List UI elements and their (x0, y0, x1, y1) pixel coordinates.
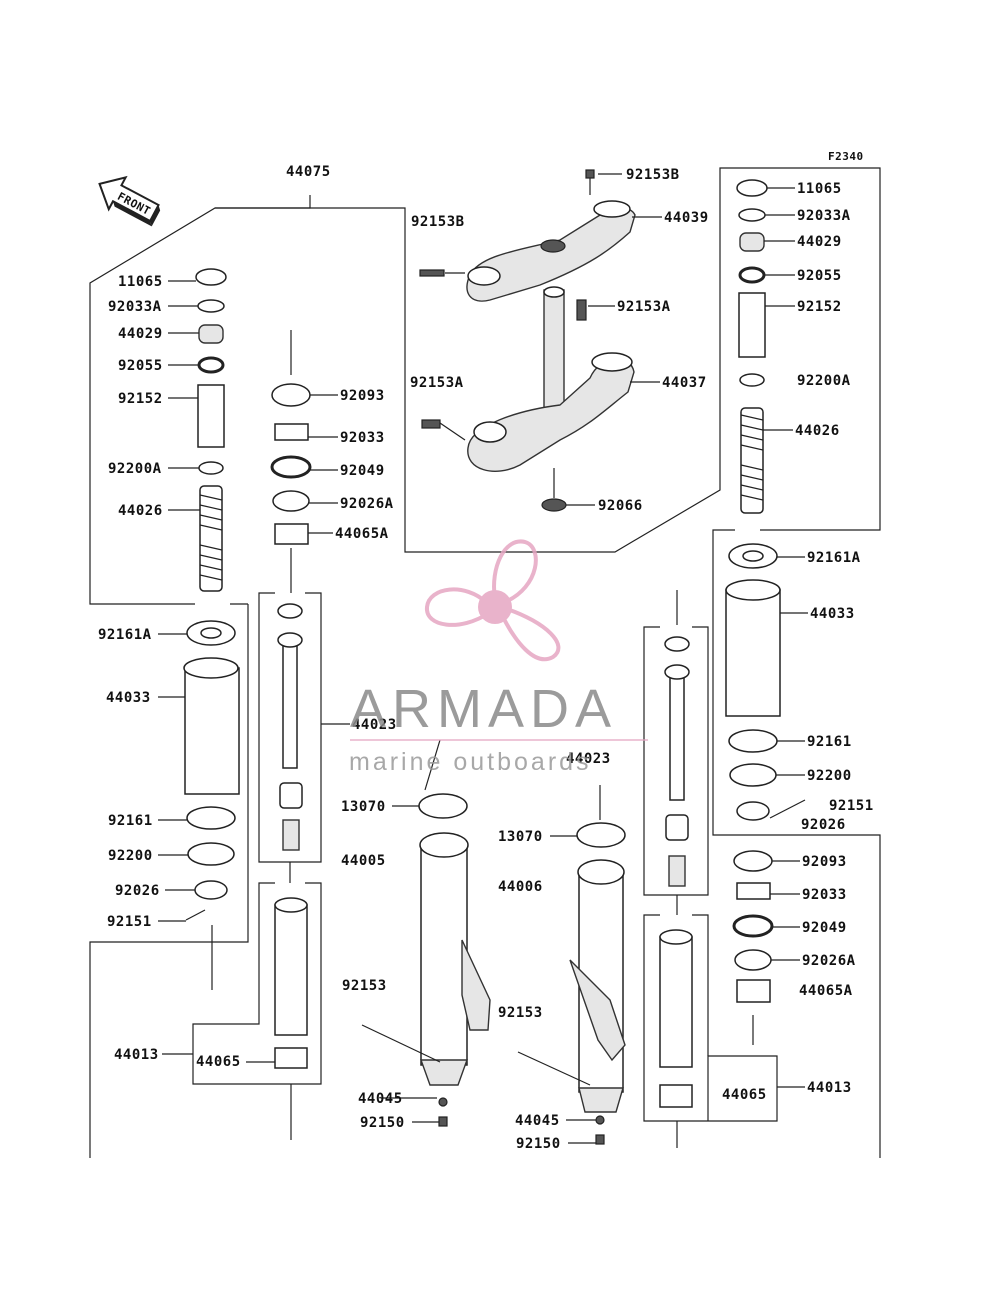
leader-lines (158, 173, 808, 1144)
label-right-92049: 92049 (802, 920, 847, 936)
label-left-92152: 92152 (118, 391, 163, 407)
watermark-title: ARMADA (350, 679, 617, 739)
label-right-92152: 92152 (797, 299, 842, 315)
label-left-92161A: 92161A (98, 627, 152, 643)
label-right-44013: 44013 (807, 1080, 852, 1096)
label-right-92026: 92026 (801, 817, 846, 833)
label-center-44006: 44006 (498, 879, 543, 895)
label-left-92026: 92026 (115, 883, 160, 899)
label-right-44033: 44033 (810, 606, 855, 622)
figure-code: F2340 (828, 150, 864, 163)
label-44075: 44075 (286, 164, 331, 180)
label-right-44029: 44029 (797, 234, 842, 250)
label-left-44026: 44026 (118, 503, 163, 519)
label-mid-44065A: 44065A (335, 526, 389, 542)
watermark: ARMADA marine outboards (349, 539, 648, 776)
label-mid-92049: 92049 (340, 463, 385, 479)
label-center-92150: 92150 (516, 1136, 561, 1152)
label-mid-44005: 44005 (341, 853, 386, 869)
watermark-subtitle: marine outboards (349, 748, 592, 776)
label-right-92200: 92200 (807, 768, 852, 784)
label-left-92161: 92161 (108, 813, 153, 829)
label-92153B-top: 92153B (626, 167, 680, 183)
upper-triple-clamp (466, 169, 636, 302)
label-center-44045: 44045 (515, 1113, 560, 1129)
label-left-44065: 44065 (196, 1054, 241, 1070)
label-center-13070: 13070 (498, 829, 543, 845)
label-left-44033: 44033 (106, 690, 151, 706)
label-left-92033A: 92033A (108, 299, 162, 315)
label-left-44029: 44029 (118, 326, 163, 342)
label-mid-92093: 92093 (340, 388, 385, 404)
front-arrow-icon: FRONT (98, 175, 161, 227)
label-mid-44045: 44045 (358, 1091, 403, 1107)
label-92066: 92066 (598, 498, 643, 514)
label-left-92151: 92151 (107, 914, 152, 930)
label-center-44023: 44023 (566, 751, 611, 767)
label-right-92055: 92055 (797, 268, 842, 284)
middle-right-column-parts (659, 590, 693, 1148)
label-left-44013: 44013 (114, 1047, 159, 1063)
label-right-92161: 92161 (807, 734, 852, 750)
label-right-92151: 92151 (829, 798, 874, 814)
label-right-92161A: 92161A (807, 550, 861, 566)
part-number-labels: 44075 92153B 44039 92153B 92153A 92153A … (98, 164, 874, 1152)
label-44039: 44039 (664, 210, 709, 226)
left-column-parts (183, 268, 240, 990)
label-right-92093: 92093 (802, 854, 847, 870)
left-fork-leg (361, 739, 491, 1127)
label-left-92055: 92055 (118, 358, 163, 374)
label-92153B-left: 92153B (411, 214, 465, 230)
label-right-92026A: 92026A (802, 953, 856, 969)
label-right-92200A: 92200A (797, 373, 851, 389)
label-92153A-left: 92153A (410, 375, 464, 391)
label-44037: 44037 (662, 375, 707, 391)
label-mid-44023: 44023 (352, 717, 397, 733)
label-right-11065: 11065 (797, 181, 842, 197)
label-mid-92026A: 92026A (340, 496, 394, 512)
label-mid-92153: 92153 (342, 978, 387, 994)
steering-stem-lower-clamp (419, 269, 635, 512)
label-left-11065: 11065 (118, 274, 163, 290)
label-left-92200: 92200 (108, 848, 153, 864)
label-right-44026: 44026 (795, 423, 840, 439)
propeller-icon (425, 539, 561, 662)
label-center-92153: 92153 (498, 1005, 543, 1021)
label-right-44065A: 44065A (799, 983, 853, 999)
label-left-92200A: 92200A (108, 461, 162, 477)
label-right-44065: 44065 (722, 1087, 767, 1103)
label-mid-92150: 92150 (360, 1115, 405, 1131)
label-mid-13070: 13070 (341, 799, 386, 815)
middle-left-column-parts (270, 330, 312, 1140)
label-mid-92033: 92033 (340, 430, 385, 446)
label-right-92033: 92033 (802, 887, 847, 903)
label-92153A-right: 92153A (617, 299, 671, 315)
label-right-92033A: 92033A (797, 208, 851, 224)
right-fork-leg (517, 785, 626, 1145)
